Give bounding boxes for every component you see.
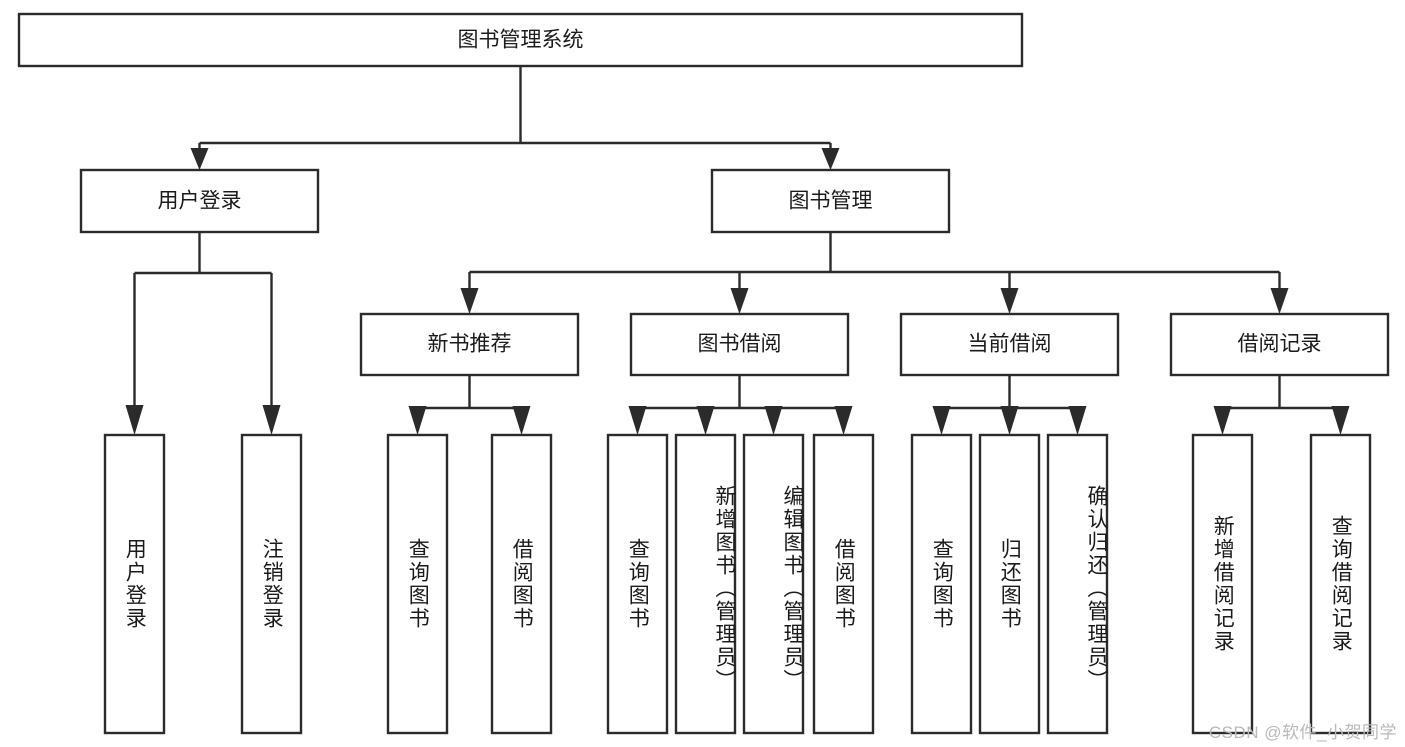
connector-group-book-borrow bbox=[628, 375, 853, 435]
node-current-borrow[interactable]: 当前借阅 bbox=[899, 312, 1120, 377]
node-current-borrow-box[interactable] bbox=[899, 312, 1120, 377]
node-new-book[interactable]: 新书推荐 bbox=[359, 312, 580, 377]
arrow-to-user-login bbox=[190, 148, 209, 170]
connector-group-book-manage bbox=[460, 232, 1289, 314]
node-root-label: 图书管理系统 bbox=[458, 29, 584, 52]
leaf-box-new-book-2[interactable] bbox=[490, 433, 553, 735]
arrow-leaf-user-login-1 bbox=[125, 405, 144, 435]
node-book-borrow-label: 图书借阅 bbox=[698, 333, 782, 356]
leaf-box-borrow-record-2[interactable] bbox=[1309, 433, 1372, 735]
arrow-leaf-borrow-record-2 bbox=[1331, 406, 1350, 435]
arrow-leaf-current-borrow-3 bbox=[1068, 406, 1087, 435]
node-borrow-record[interactable]: 借阅记录 bbox=[1169, 312, 1390, 377]
arrow-to-borrow-record bbox=[1270, 288, 1289, 314]
node-new-book-label: 新书推荐 bbox=[428, 333, 512, 356]
arrow-leaf-book-borrow-2 bbox=[696, 406, 715, 435]
connector-group-borrow-record bbox=[1213, 375, 1350, 435]
leaf-box-current-borrow-1[interactable] bbox=[910, 433, 973, 735]
arrow-to-new-book bbox=[460, 288, 479, 314]
node-book-manage-label: 图书管理 bbox=[789, 190, 873, 213]
leaf-box-book-borrow-4[interactable] bbox=[812, 433, 875, 735]
leaf-box-user-login-1[interactable] bbox=[103, 433, 166, 735]
arrow-leaf-new-book-2 bbox=[512, 406, 531, 435]
arrow-leaf-borrow-record-1 bbox=[1213, 406, 1232, 435]
arrow-leaf-current-borrow-1 bbox=[932, 406, 951, 435]
leaf-box-book-borrow-1[interactable] bbox=[606, 433, 669, 735]
arrow-to-book-borrow bbox=[730, 288, 749, 314]
arrow-leaf-user-login-2 bbox=[262, 405, 281, 435]
node-borrow-record-label: 借阅记录 bbox=[1238, 333, 1322, 356]
leaf-box-new-book-1[interactable] bbox=[386, 433, 449, 735]
arrow-to-book-manage bbox=[821, 148, 840, 170]
node-book-manage[interactable]: 图书管理 bbox=[710, 168, 951, 234]
node-book-borrow[interactable]: 图书借阅 bbox=[629, 312, 850, 377]
arrow-leaf-book-borrow-4 bbox=[834, 406, 853, 435]
leaf-box-borrow-record-1[interactable] bbox=[1191, 433, 1254, 735]
node-user-login-box[interactable] bbox=[79, 168, 320, 234]
node-root[interactable]: 图书管理系统 bbox=[17, 12, 1024, 68]
connector-group-root bbox=[190, 66, 840, 170]
connector-group-new-book bbox=[408, 375, 531, 435]
leaf-box-user-login-2[interactable] bbox=[240, 433, 303, 735]
node-user-login[interactable]: 用户登录 bbox=[79, 168, 320, 234]
node-root-box[interactable] bbox=[17, 12, 1024, 68]
node-user-login-label: 用户登录 bbox=[158, 190, 242, 213]
leaf-box-current-borrow-3[interactable] bbox=[1046, 433, 1109, 735]
leaf-box-book-borrow-3[interactable] bbox=[742, 433, 805, 735]
arrow-leaf-book-borrow-3 bbox=[764, 406, 783, 435]
node-current-borrow-label: 当前借阅 bbox=[968, 333, 1052, 356]
leaf-box-book-borrow-2[interactable] bbox=[674, 433, 737, 735]
arrow-leaf-new-book-1 bbox=[408, 406, 427, 435]
watermark-label: CSDN @软件_小贺同学 bbox=[1208, 723, 1397, 742]
node-borrow-record-box[interactable] bbox=[1169, 312, 1390, 377]
connector-group-user-login bbox=[125, 232, 281, 435]
connector-group-current-borrow bbox=[932, 375, 1087, 435]
arrow-leaf-current-borrow-2 bbox=[1000, 406, 1019, 435]
arrow-to-current-borrow bbox=[1000, 288, 1019, 314]
node-book-borrow-box[interactable] bbox=[629, 312, 850, 377]
leaf-box-current-borrow-2[interactable] bbox=[978, 433, 1041, 735]
node-new-book-box[interactable] bbox=[359, 312, 580, 377]
arrow-leaf-book-borrow-1 bbox=[628, 406, 647, 435]
node-book-manage-box[interactable] bbox=[710, 168, 951, 234]
